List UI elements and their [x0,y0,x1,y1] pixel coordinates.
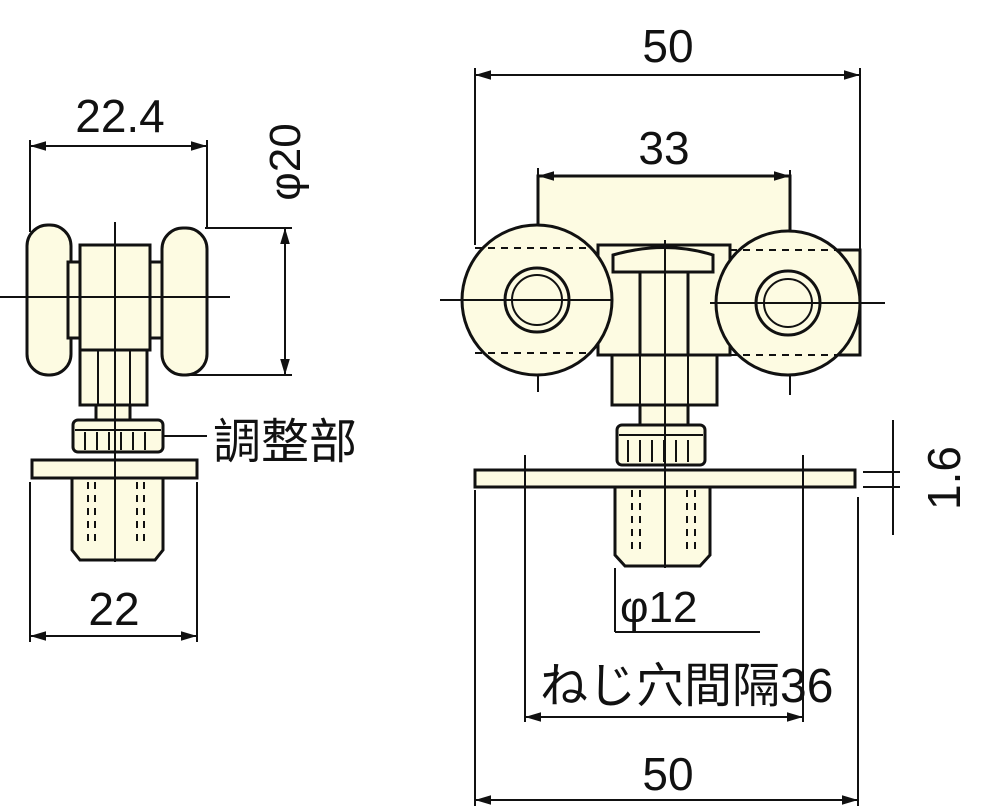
dimension-label: 22.4 [75,90,165,142]
dimension-label: 1.6 [918,446,970,510]
dimension-1-6: 1.6 [863,420,970,535]
dimension-label: ねじ穴間隔36 [540,660,833,713]
top-plate [611,246,715,274]
stud-nut [613,485,712,568]
dimension-hole-pitch: ねじ穴間隔36 [524,455,833,722]
right-wheel [160,226,209,377]
dimension-50-bottom: 50 [474,490,859,806]
side-view: 22.4 φ20 調整部 22 [0,90,357,642]
dimension-label: 33 [638,122,689,174]
body-lower [78,348,149,407]
dimension-label: 50 [642,20,693,72]
stud-nut [70,476,165,562]
adjuster-label: 調整部 [213,416,357,469]
dimension-22-4: 22.4 [29,90,208,232]
adjuster-nut [615,423,707,467]
front-view: 50 33 [440,20,970,806]
dimension-label: φ20 [261,123,310,200]
dimension-label: φ12 [620,583,697,632]
dimension-22: 22 [29,482,198,642]
dimension-label: 50 [642,748,693,800]
dimension-label: 22 [88,583,139,635]
left-wheel [25,223,73,377]
adjuster-nut [71,418,165,454]
adjuster-callout: 調整部 [163,416,357,469]
dimension-50-top: 50 [474,20,861,250]
dimension-phi20: φ20 [190,123,310,376]
dimension-phi12: φ12 [614,568,760,633]
